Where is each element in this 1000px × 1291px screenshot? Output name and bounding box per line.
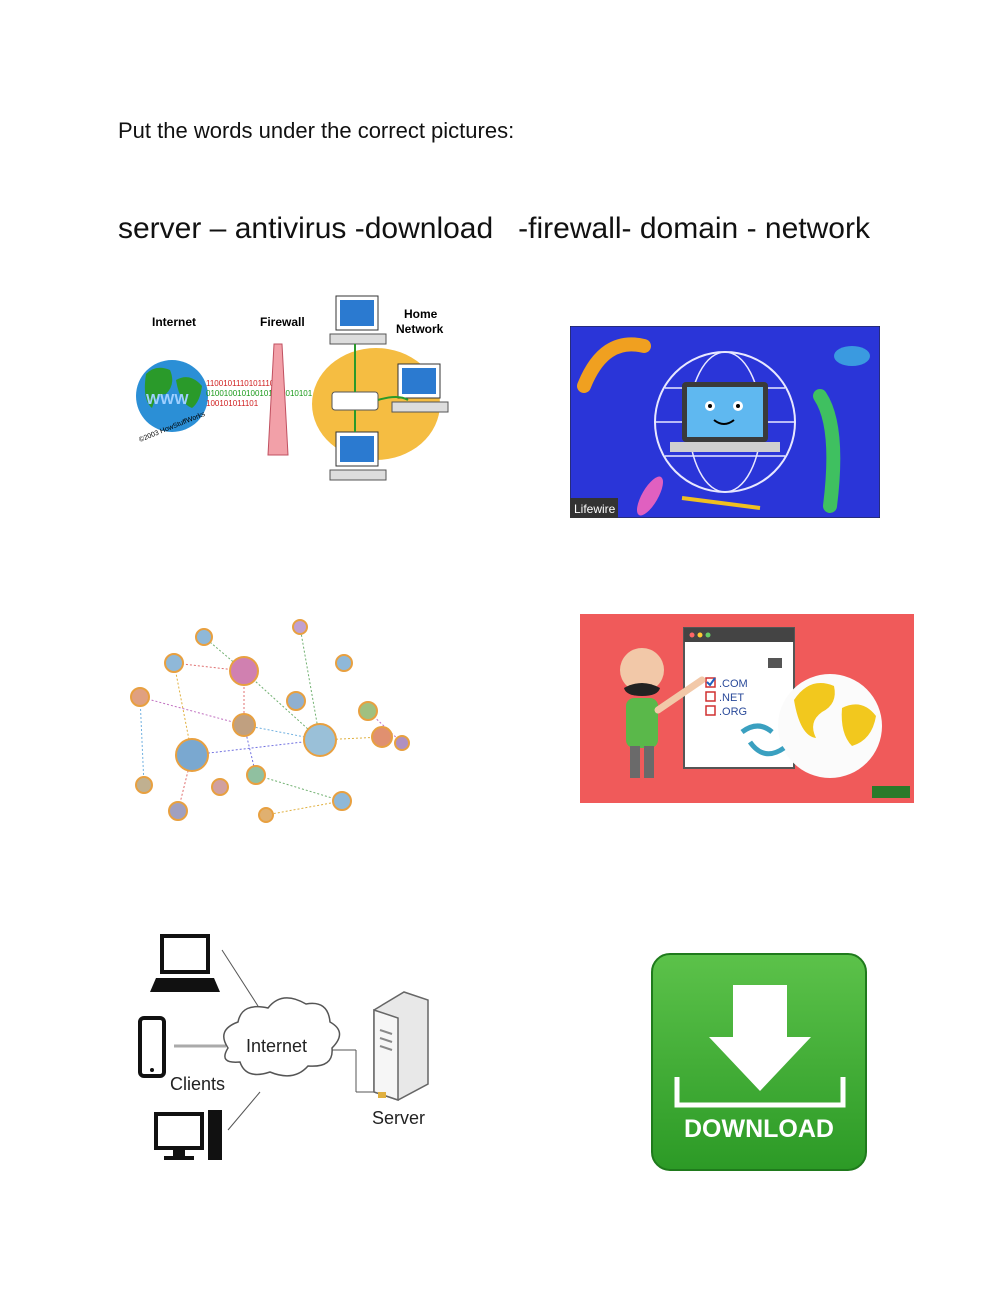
server-label: Server [372,1108,425,1128]
www-text: WWW [146,391,189,408]
computer-icon [329,431,387,481]
antivirus-picture: Lifewire [570,326,880,518]
desktop-icon [154,1110,222,1160]
firewall-label: Firewall [260,315,305,329]
network-label: Network [396,322,444,336]
download-arrow-icon [709,985,811,1091]
checkbox-icon [705,705,716,716]
person-avatar [286,691,306,711]
binary-top: 11001011101011101 [206,379,279,388]
domain-picture: .COM .NET .ORG [580,614,914,803]
router-icon [331,391,379,411]
person-avatar [175,738,209,772]
server-picture: Internet Clients Server [138,934,429,1160]
tld-net: .NET [719,692,744,704]
tld-com: .COM [719,678,748,690]
browser-window [683,627,795,769]
laptop-icon [150,934,220,992]
bug-icon [813,389,841,513]
person-avatar [164,653,184,673]
person-avatar [229,656,259,686]
person-avatar [168,801,188,821]
internet-label: Internet [152,315,196,329]
computer-icon [391,363,449,413]
tld-org: .ORG [719,706,747,718]
computer-icon [329,295,387,345]
clients-label: Clients [170,1074,225,1094]
binary-bot: 100101011101 [206,399,259,408]
person-avatar [371,726,393,748]
person-avatar [211,778,229,796]
server-icon [373,991,429,1102]
checkbox-icon [705,691,716,702]
person-avatar [135,776,153,794]
word-bank: server – antivirus -download -firewall- … [118,212,870,245]
download-label: DOWNLOAD [684,1115,834,1143]
person-avatar [303,723,337,757]
person-avatar [335,654,353,672]
person-avatar [394,735,410,751]
mustache-man-icon [620,648,706,778]
person-avatar [358,701,378,721]
download-picture: DOWNLOAD [651,953,867,1171]
person-avatar [232,713,256,737]
person-avatar [258,807,274,823]
bug-icon [637,476,663,516]
bug-icon [834,346,870,366]
person-avatar [130,687,150,707]
checkbox-icon [705,677,716,688]
binary-mid: 010010010100101011010101 [206,389,313,398]
instruction-text: Put the words under the correct pictures… [118,118,515,143]
home-label: Home [404,307,438,321]
network-picture [130,619,410,823]
cloud-internet-label: Internet [246,1036,307,1056]
firewall-wall [267,343,289,456]
lifewire-watermark: Lifewire [574,502,616,516]
phone-icon [138,1016,166,1078]
person-avatar [292,619,308,635]
person-avatar [195,628,213,646]
person-avatar [332,791,352,811]
cloud-icon [223,997,341,1077]
person-avatar [246,765,266,785]
firewall-picture: Internet Firewall Home Network WWW ©2003… [136,295,449,481]
bug-icon [577,337,651,393]
